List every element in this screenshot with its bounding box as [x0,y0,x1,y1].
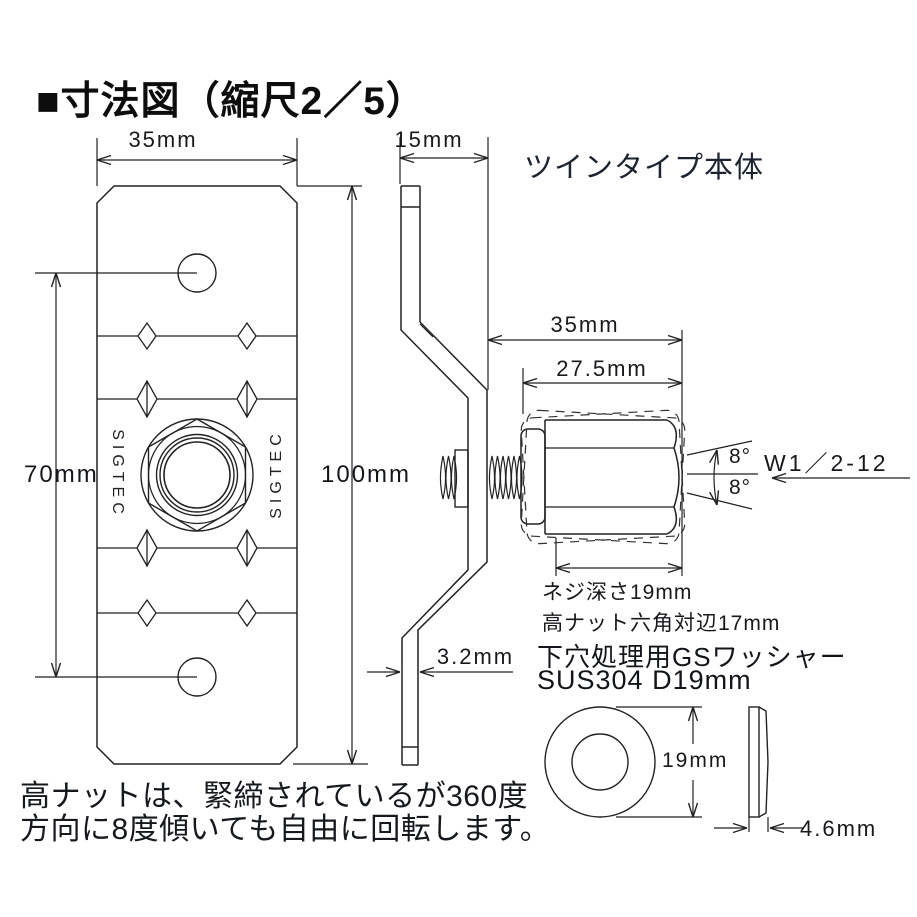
z-profile [400,185,488,766]
dim-19-label: 19mm [662,749,729,772]
hex-width-label: 高ナット六角対辺17mm [542,612,781,635]
brand-text-right: SIGTEC [268,429,285,519]
dim-35-side-label: 35mm [550,312,620,337]
side-view [367,137,910,766]
page-title: ■寸法図（縮尺2／5） [36,80,426,123]
dim-70-label: 70mm [24,461,99,488]
dim-35-side-lines [487,330,683,576]
washer-side-profile [748,706,769,818]
tilt-angle-upper-label: 8° [729,445,752,468]
plate-ribs [97,335,297,614]
dim-35-front-lines [96,138,298,186]
dim-27-5-lines [522,368,683,414]
dim-35-front-label: 35mm [128,127,198,152]
dim-4-6-lines [714,817,803,834]
thread-spec-label: W1／2-12 [764,450,889,476]
front-view [35,138,368,765]
rib-diamonds-split [136,379,258,568]
note-line2: 方向に8度傾いても自由に回転します。 [20,813,551,846]
washer-title-line1: 下穴処理用GSワッシャー [537,642,847,672]
dim-3-2-label: 3.2mm [436,644,515,669]
dim-15-lines [399,137,489,390]
washer-views [544,706,803,834]
high-nut [520,419,680,535]
dim-70-lines [35,272,197,678]
rib-diamonds-small [137,321,257,628]
washer-outer-circle [544,706,656,818]
tilt-angle-lower-label: 8° [729,476,752,499]
dim-19-lines [616,706,702,818]
plate-outline [96,185,298,765]
thread-depth-label: ネジ深さ19mm [542,581,693,604]
dim-27-5-label: 27.5mm [556,356,648,381]
tilt-angle-fan [686,440,758,510]
nut-tilt-outlines [520,409,686,545]
washer-inner-circle [571,733,629,791]
dim-100-lines [293,185,368,765]
dim-15-label: 15mm [394,127,464,152]
dim-4-6-label: 4.6mm [800,816,878,841]
dim-100-label: 100mm [321,461,412,488]
back-nut [454,449,469,508]
hex-nut-front [140,418,254,532]
washer-title-line2: SUS304 D19mm [537,665,752,695]
note-line1: 高ナットは、緊締されているが360度 [20,780,529,813]
product-subtitle: ツインタイプ本体 [524,152,765,184]
dim-thread-depth-lines [555,538,683,576]
brand-text-left: SIGTEC [109,429,126,519]
bolt-threads [439,449,523,508]
